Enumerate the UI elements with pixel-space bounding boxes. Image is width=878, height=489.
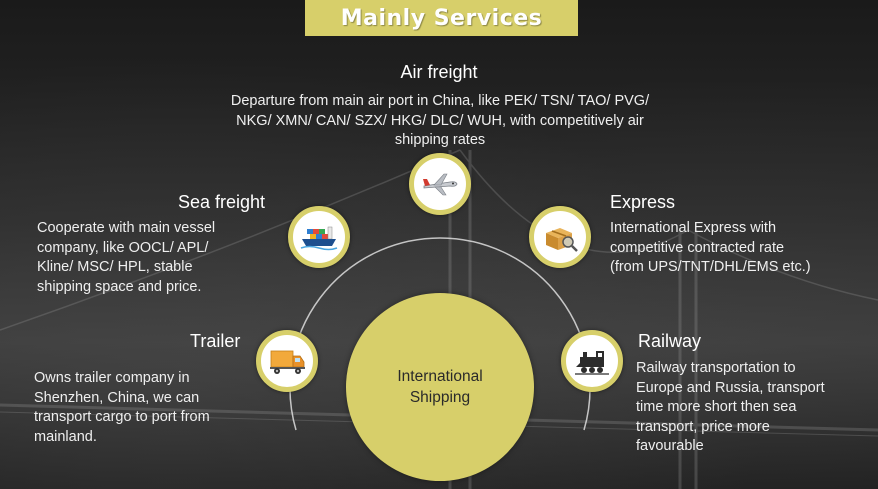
center-circle: International Shipping (346, 293, 534, 481)
railway-icon-badge (561, 330, 623, 392)
center-line-1: International (397, 368, 483, 385)
sea-freight-heading: Sea freight (178, 192, 266, 212)
express-heading: Express (610, 192, 676, 212)
parcel-magnifier-icon (546, 228, 578, 252)
railway-heading: Railway (638, 331, 702, 351)
air-freight-heading: Air freight (400, 62, 478, 82)
air-freight-description: Departure from main air port in China, l… (230, 93, 650, 148)
container-ship-icon (300, 226, 338, 251)
truck-icon (270, 350, 305, 374)
trailer-heading: Trailer (190, 331, 241, 351)
air-freight-icon-badge (409, 153, 471, 215)
trailer-icon-badge (256, 330, 318, 392)
express-icon-badge (529, 206, 591, 268)
sea-freight-icon-badge (288, 206, 350, 268)
railway-description: Railway transportation to Europe and Rus… (636, 360, 825, 454)
sea-freight-description: Cooperate with main vessel company, like… (37, 220, 216, 295)
page-title: Mainly Services (340, 5, 543, 31)
express-description: International Express with competitive c… (610, 220, 811, 275)
trailer-description: Owns trailer company in Shenzhen, China,… (34, 370, 210, 445)
airplane-icon (423, 173, 458, 196)
center-line-2: Shipping (409, 389, 471, 406)
train-icon (575, 351, 609, 375)
title-banner: Mainly Services (305, 0, 578, 36)
